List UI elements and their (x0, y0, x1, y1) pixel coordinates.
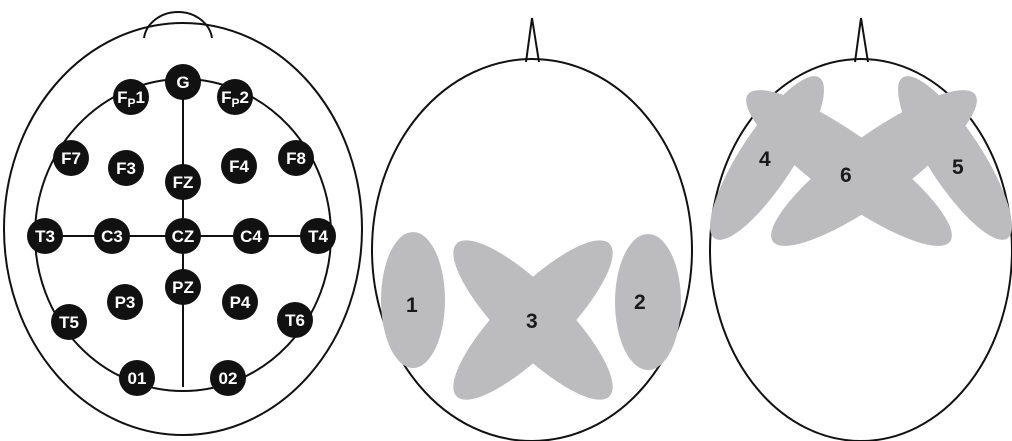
electrode-dot (210, 360, 246, 396)
region-label-5: 5 (952, 156, 964, 179)
electrode-dot (165, 164, 201, 200)
electrode-label: CZ (172, 227, 195, 246)
electrode-01: 01 (119, 360, 155, 396)
electrode-pz: PZ (165, 269, 201, 305)
region-label-4: 4 (759, 148, 771, 171)
electrode-dot (108, 150, 144, 186)
electrode-f3: F3 (108, 150, 144, 186)
electrode-dot (165, 269, 201, 305)
electrode-t3: T3 (27, 218, 63, 254)
region-6-shape-b (771, 90, 977, 246)
electrode-label: 01 (128, 369, 147, 388)
electrode-label: C3 (101, 227, 123, 246)
electrode-dot (217, 79, 253, 115)
electrode-t6: T6 (277, 302, 313, 338)
electrode-label: F3 (116, 159, 136, 178)
head-outline (371, 58, 693, 441)
electrode-label: T4 (308, 227, 328, 246)
electrode-f8: F8 (278, 140, 314, 176)
regions-head-posterior: 1 2 3 (371, 17, 693, 441)
electrode-p3: P3 (107, 284, 143, 320)
nose-spike (854, 17, 869, 63)
electrode-dot (300, 218, 336, 254)
electrode-02: 02 (210, 360, 246, 396)
region-3-shape-b (453, 240, 613, 400)
electrode-label: P3 (115, 293, 136, 312)
electrode-label: FP1 (117, 88, 145, 110)
electrode-f7: F7 (53, 140, 89, 176)
electrode-c4: C4 (233, 218, 269, 254)
electrode-fz: FZ (165, 164, 201, 200)
region-label-6: 6 (840, 164, 852, 187)
electrode-label: G (176, 73, 189, 92)
region-1-shape (381, 232, 445, 368)
electrode-c3: C3 (94, 218, 130, 254)
electrode-label: PZ (172, 278, 194, 297)
electrode-p4: P4 (222, 284, 258, 320)
electrode-label: T6 (285, 311, 305, 330)
electrode-label: FZ (173, 173, 194, 192)
electrode-f4: F4 (221, 148, 257, 184)
electrode-dot (94, 218, 130, 254)
electrode-dot (222, 284, 258, 320)
electrode-dot (165, 218, 201, 254)
region-label-1: 1 (406, 294, 418, 317)
electrode-dot (119, 360, 155, 396)
electrode-label: T5 (59, 313, 79, 332)
electrode-dot (165, 64, 201, 100)
electrode-label: T3 (35, 227, 55, 246)
electrode-fp2: FP2 (217, 79, 253, 115)
electrode-dot (27, 218, 63, 254)
electrode-label: 02 (219, 369, 238, 388)
electrode-dot (51, 304, 87, 340)
region-label-2: 2 (634, 291, 646, 314)
electrode-dot (233, 218, 269, 254)
electrode-t5: T5 (51, 304, 87, 340)
electrode-dot (278, 140, 314, 176)
electrode-label: P4 (230, 293, 251, 312)
region-2-shape (615, 234, 681, 370)
head-outline (709, 58, 1012, 441)
electrode-dot (221, 148, 257, 184)
electrode-g: G (165, 64, 201, 100)
electrode-label: F7 (61, 149, 81, 168)
electrode-label: FP2 (221, 88, 249, 110)
region-label-3: 3 (526, 310, 538, 333)
electrode-dot (53, 140, 89, 176)
electrode-label: F4 (229, 157, 249, 176)
head-outline (3, 22, 363, 436)
electrode-t4: T4 (300, 218, 336, 254)
electrode-dot (107, 284, 143, 320)
nose-spike (525, 17, 540, 63)
electrode-cz: CZ (165, 218, 201, 254)
electrode-label: C4 (240, 227, 262, 246)
electrode-dot (277, 302, 313, 338)
electrode-dot (113, 79, 149, 115)
electrode-label: F8 (286, 149, 306, 168)
electrode-fp1: FP1 (113, 79, 149, 115)
regions-head-anterior: 4 5 6 (709, 17, 1012, 441)
